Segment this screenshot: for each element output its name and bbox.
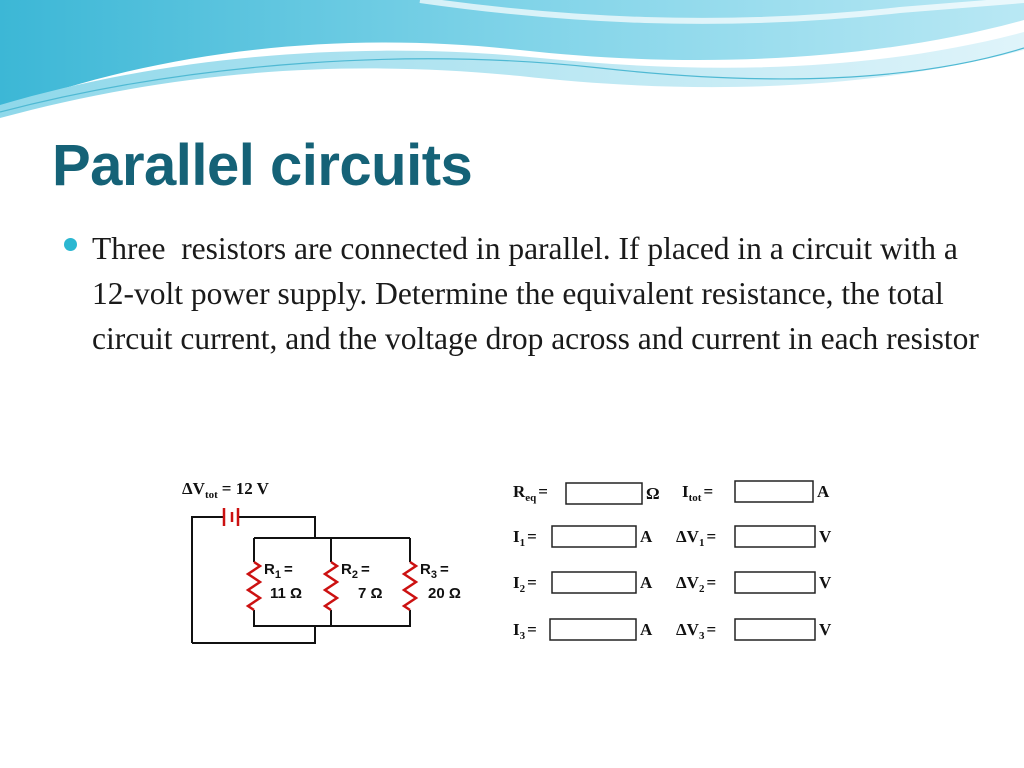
- answer-label-i1: I1=: [513, 527, 537, 549]
- header-wave-decoration: [0, 0, 1024, 118]
- answer-box-i1[interactable]: [551, 525, 637, 548]
- resistor-2-name: R2=: [341, 561, 370, 581]
- answer-unit-dv1: V: [819, 527, 832, 546]
- answer-label-itot: Itot=: [682, 482, 713, 504]
- answer-box-i3[interactable]: [549, 618, 637, 641]
- resistor-1-value: 11 Ω: [270, 585, 302, 602]
- circuit-diagram: ΔVtot= 12 V R1= 11 Ω: [182, 479, 832, 644]
- supply-voltage-label: ΔVtot= 12 V: [182, 479, 270, 501]
- answer-box-req[interactable]: [565, 482, 643, 505]
- resistor-1-icon: [245, 560, 263, 612]
- problem-statement: Three resistors are connected in paralle…: [92, 231, 979, 356]
- answer-box-itot[interactable]: [734, 480, 814, 503]
- answer-unit-req: Ω: [646, 484, 660, 503]
- resistor-2-icon: [322, 560, 340, 612]
- answer-box-i2[interactable]: [551, 571, 637, 594]
- answer-unit-i3: A: [640, 620, 653, 639]
- battery-icon: [222, 508, 240, 526]
- answer-unit-i2: A: [640, 573, 653, 592]
- answer-box-dv1[interactable]: [734, 525, 816, 548]
- answer-unit-dv3: V: [819, 620, 832, 639]
- resistor-1-name: R1=: [264, 561, 293, 581]
- answer-box-dv3[interactable]: [734, 618, 816, 641]
- resistor-3-value: 20 Ω: [428, 585, 461, 602]
- answer-unit-dv2: V: [819, 573, 832, 592]
- answer-label-i2: I2=: [513, 573, 537, 595]
- answer-label-dv1: ΔV1=: [676, 527, 716, 549]
- answer-grid: Req= Ω Itot= A I1= A ΔV1= V I2= A ΔV2= V…: [513, 480, 832, 642]
- answer-label-dv2: ΔV2=: [676, 573, 716, 595]
- answer-label-req: Req=: [513, 482, 548, 504]
- answer-unit-i1: A: [640, 527, 653, 546]
- resistor-3-icon: [401, 560, 419, 612]
- bullet-marker: [64, 238, 77, 251]
- resistor-3-name: R3=: [420, 561, 449, 581]
- circuit-wires: [191, 516, 411, 644]
- slide-title: Parallel circuits: [52, 133, 473, 198]
- resistor-labels: R1= 11 Ω R2= 7 Ω R3= 20 Ω: [264, 561, 461, 602]
- parallel-circuit-figure: ΔVtot= 12 V R1= 11 Ω: [180, 470, 838, 658]
- answer-unit-itot: A: [817, 482, 830, 501]
- resistor-2-value: 7 Ω: [358, 585, 383, 602]
- answer-label-dv3: ΔV3=: [676, 620, 716, 642]
- answer-box-dv2[interactable]: [734, 571, 816, 594]
- answer-label-i3: I3=: [513, 620, 537, 642]
